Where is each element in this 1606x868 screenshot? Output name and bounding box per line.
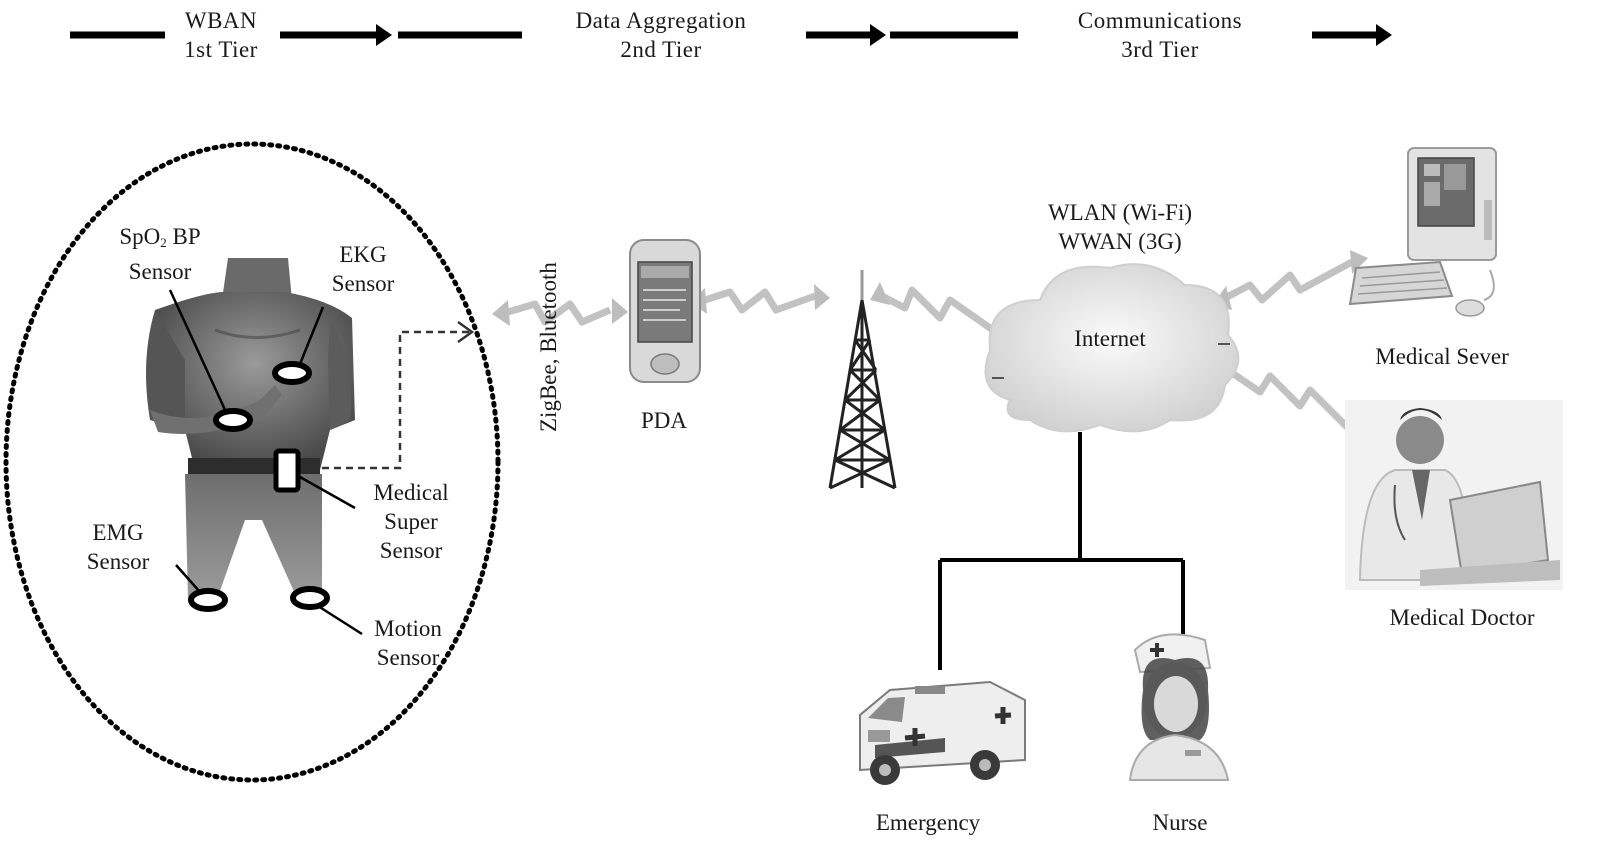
wireless-network-line1: WLAN (Wi-Fi) (1047, 200, 1193, 225)
wireless-link-heads (492, 250, 1392, 468)
spo2-prefix: SpO (119, 224, 161, 249)
tier-header-lines (70, 24, 1392, 46)
spo2-subscript: 2 (160, 235, 167, 250)
ekg-sensor-marker (272, 361, 312, 385)
spo2-bp-sensor-marker (213, 408, 253, 432)
short-range-link-label: ZigBee, Bluetooth (536, 262, 561, 432)
sensor-leader-lines (168, 289, 363, 636)
motion-sensor-line2: Sensor (376, 645, 440, 670)
wireless-network-label: WLAN (Wi-Fi) WWAN (3G) (1010, 198, 1230, 256)
spo2-suffix: BP (166, 224, 201, 249)
motion-sensor-label: Motion Sensor (352, 614, 464, 672)
medical-server-icon (1348, 147, 1497, 317)
medical-doctor-icon (1345, 400, 1563, 590)
internet-label: Internet (1074, 326, 1146, 351)
tier-3-label: Communications 3rd Tier (1040, 6, 1280, 64)
emergency-label: Emergency (875, 810, 981, 835)
tower-to-cloud-link (878, 286, 1013, 345)
super-sensor-uplink-arrow (322, 330, 470, 470)
cloud-to-server-link (1223, 258, 1354, 304)
motion-sensor-line1: Motion (374, 616, 442, 641)
medical-super-sensor-marker (273, 448, 301, 493)
spo2-bp-sensor-label: SpO2 BP Sensor (100, 222, 220, 286)
tier-3-level: 3rd Tier (1121, 37, 1199, 62)
tier-1-name: WBAN (184, 8, 258, 33)
motion-sensor-marker (290, 586, 330, 610)
nurse-icon (1128, 633, 1230, 781)
tier-3-name: Communications (1077, 8, 1243, 33)
emg-sensor-label: EMG Sensor (66, 518, 170, 576)
ekg-sensor-label: EKG Sensor (315, 240, 411, 298)
body-sensors (188, 361, 330, 612)
pda-device-icon (629, 239, 701, 383)
wban-to-pda-link (507, 300, 612, 326)
emg-sensor-marker (188, 588, 228, 612)
pda-label: PDA (640, 408, 687, 433)
tier-2-level: 2nd Tier (620, 37, 702, 62)
tier-2-label: Data Aggregation 2nd Tier (540, 6, 782, 64)
emg-sensor-line1: EMG (92, 520, 144, 545)
patient-body-illustration (146, 258, 355, 605)
tier-2-name: Data Aggregation (575, 8, 747, 33)
emg-sensor-line2: Sensor (86, 549, 150, 574)
wired-links (938, 432, 1185, 670)
medical-server-label: Medical Sever (1375, 344, 1509, 369)
ekg-sensor-line2: Sensor (331, 271, 395, 296)
medical-super-sensor-line1: Medical (373, 480, 449, 505)
wireless-links (507, 258, 1383, 463)
ambulance-icon (859, 680, 1026, 785)
internet-cloud (984, 263, 1240, 433)
cloud-to-doctor-link (1223, 365, 1383, 463)
cell-tower-icon (828, 270, 897, 490)
pda-to-tower-link (703, 288, 817, 314)
ekg-sensor-line1: EKG (339, 242, 387, 267)
medical-super-sensor-line2: Super (384, 509, 438, 534)
medical-doctor-label: Medical Doctor (1389, 605, 1535, 630)
medical-super-sensor-line3: Sensor (379, 538, 443, 563)
wban-boundary (3, 141, 501, 783)
tier-1-level: 1st Tier (184, 37, 258, 62)
wireless-network-line2: WWAN (3G) (1058, 229, 1182, 254)
tier-1-label: WBAN 1st Tier (160, 6, 282, 64)
medical-super-sensor-label: Medical Super Sensor (352, 478, 470, 565)
nurse-label: Nurse (1152, 810, 1208, 835)
spo2-bp-sensor-line2: Sensor (128, 259, 192, 284)
